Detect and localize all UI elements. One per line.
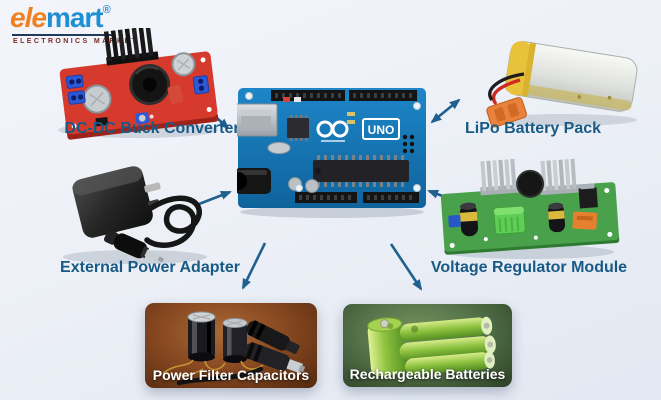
regulator-capacitor (516, 169, 545, 198)
brand-name-ele: ele (10, 2, 47, 33)
lipo-wire-black (488, 72, 525, 102)
arduino-uno-text: UNO (368, 123, 395, 137)
regulator-capacitor-yellow (459, 202, 479, 237)
regulator-orange-part (572, 211, 598, 230)
buck-heatsink (103, 28, 159, 66)
adapter-prong (144, 182, 161, 193)
registered-trademark-icon: ® (102, 4, 111, 16)
label-lipo-battery-pack: LiPo Battery Pack (464, 120, 602, 137)
arduino-digital-headers (271, 90, 417, 101)
adapter-body (72, 166, 161, 238)
rechargeable-batteries-image (367, 316, 496, 377)
arrow-arduino-lipo (430, 98, 461, 124)
arduino-crystal (267, 142, 291, 154)
lipo-wire-red (491, 78, 521, 106)
caption-power-filter-capacitors: Power Filter Capacitors (152, 367, 310, 383)
arduino-capacitor (305, 179, 319, 193)
battery-horizontal-stack (399, 316, 496, 376)
brand-name: elemart® (10, 4, 138, 32)
regulator-heatsink (480, 158, 523, 196)
dc-dc-buck-converter-image (58, 28, 219, 140)
regulator-transistor (578, 187, 598, 209)
arduino-uno-image: UNO (237, 88, 426, 218)
regulator-heatsink (540, 158, 583, 196)
arduino-uno-label-box: UNO (362, 118, 400, 140)
arduino-infinity-logo (316, 120, 349, 142)
label-external-power-adapter: External Power Adapter (60, 259, 240, 276)
arduino-usb-interface-ic (287, 115, 309, 141)
arduino-power-jack (237, 168, 271, 194)
arduino-led (283, 97, 290, 102)
power-filter-capacitors-image (162, 311, 306, 386)
label-voltage-regulator-module: Voltage Regulator Module (430, 259, 628, 276)
arrow-arduino-batteries (389, 243, 423, 291)
voltage-regulator-module-image (440, 158, 620, 259)
regulator-capacitor-yellow (548, 202, 566, 233)
arduino-main-ic (313, 155, 409, 187)
arrow-arduino-capacitors (241, 242, 267, 290)
brand-logo: elemart® ELECTRONICS MARKET (10, 4, 139, 46)
dc-barrel-plug (244, 341, 306, 374)
logo-divider (12, 34, 112, 36)
arrow-adapter-arduino (198, 190, 232, 206)
buck-terminal-block (192, 75, 210, 95)
rechargeable-batteries-card: Rechargeable Batteries (343, 304, 512, 387)
brand-tagline: ELECTRONICS MARKET (13, 38, 139, 45)
capacitor-wires (162, 359, 264, 377)
arduino-usb-port (237, 103, 278, 137)
power-filter-capacitors-card: Power Filter Capacitors (145, 303, 317, 388)
caption-rechargeable-batteries: Rechargeable Batteries (349, 366, 506, 382)
dc-barrel-plug (246, 320, 300, 354)
filter-capacitor (187, 311, 216, 362)
dc-plug-cable (176, 366, 264, 386)
arduino-power-analog-headers (295, 192, 419, 203)
lipo-battery-pack-image (486, 41, 638, 128)
brand-name-mart: mart (45, 2, 104, 33)
buck-terminal-block (67, 90, 86, 105)
external-power-adapter-image (63, 166, 207, 264)
adapter-cable (144, 195, 202, 249)
adapter-barrel-plug (104, 229, 165, 263)
arduino-icsp-header (402, 134, 415, 154)
buck-terminal-block (65, 74, 84, 89)
regulator-green-block (493, 206, 526, 235)
battery-vertical (367, 317, 406, 377)
filter-capacitor (222, 318, 248, 363)
label-dc-dc-buck-converter: DC-DC Buck Converter (64, 120, 240, 137)
lipo-connector (486, 97, 527, 128)
